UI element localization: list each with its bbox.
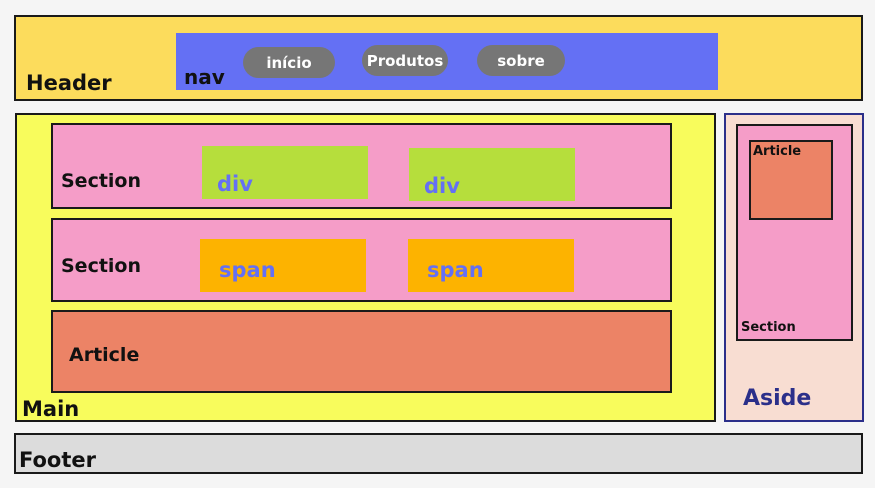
aside-label: Aside xyxy=(743,386,812,411)
div-label: div xyxy=(217,172,253,196)
nav-label: nav xyxy=(184,65,225,89)
nav-block: início Produtos sobre nav xyxy=(176,33,718,90)
nav-item-sobre[interactable]: sobre xyxy=(477,45,565,76)
footer-label: Footer xyxy=(19,448,96,472)
div-block-2: div xyxy=(409,148,575,201)
div-label: div xyxy=(424,174,460,198)
header-block: início Produtos sobre nav Header xyxy=(14,15,863,101)
aside-block: Article Section Aside xyxy=(724,113,864,422)
aside-section-label: Section xyxy=(741,320,796,335)
span-block-2: span xyxy=(408,239,574,292)
div-block-1: div xyxy=(202,146,368,199)
main-section-1: Section div div xyxy=(51,123,672,209)
header-label: Header xyxy=(26,71,112,95)
article-label: Article xyxy=(69,344,140,366)
aside-article: Article xyxy=(749,140,833,220)
aside-article-label: Article xyxy=(753,144,802,159)
main-label: Main xyxy=(22,397,80,421)
aside-section: Article Section xyxy=(736,124,853,341)
section-label: Section xyxy=(61,255,142,277)
main-block: Section div div Section span span Articl… xyxy=(15,113,716,422)
main-section-2: Section span span xyxy=(51,218,672,302)
span-label: span xyxy=(219,258,276,282)
nav-item-produtos[interactable]: Produtos xyxy=(362,45,448,76)
nav-item-inicio[interactable]: início xyxy=(243,47,335,78)
section-label: Section xyxy=(61,170,142,192)
footer-block: Footer xyxy=(14,433,863,474)
span-block-1: span xyxy=(200,239,366,292)
main-article: Article xyxy=(51,310,672,393)
span-label: span xyxy=(427,258,484,282)
